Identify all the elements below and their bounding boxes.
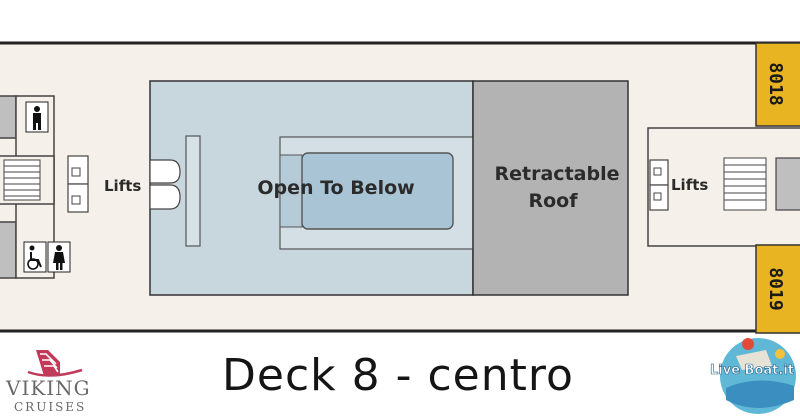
retractable-roof-area	[472, 80, 629, 296]
viking-brand-sub: CRUISES	[14, 400, 87, 414]
liveboat-text: Live Boat.it	[710, 363, 794, 378]
glass-lift-left-2	[149, 184, 181, 210]
service-room-left-top	[0, 95, 17, 139]
service-room-right	[775, 157, 800, 211]
service-room-left-bottom	[0, 221, 17, 279]
stairs-icon	[3, 159, 41, 201]
retractable-roof-label-1: Retractable	[495, 163, 620, 185]
stairs-icon	[723, 157, 767, 211]
cabin-8018-number: 8018	[765, 62, 786, 105]
lifts-right-label: Lifts	[671, 176, 708, 194]
elevator-icon	[67, 155, 89, 213]
atrium-railing	[185, 135, 201, 247]
restroom-woman-icon	[47, 241, 71, 273]
deck-title: Deck 8 - centro	[222, 350, 574, 401]
elevator-icon	[649, 159, 669, 211]
viking-brand-name: VIKING	[6, 376, 91, 400]
lifts-left-label: Lifts	[104, 177, 141, 195]
cabin-8019-number: 8019	[765, 267, 786, 310]
viking-ship-logo	[27, 350, 83, 377]
open-to-below-label: Open To Below	[257, 177, 414, 199]
liveboat-logo: Live Boat.it	[710, 338, 796, 414]
retractable-roof-label-2: Roof	[528, 190, 578, 212]
cabin-8019[interactable]	[755, 244, 800, 334]
glass-lift-left	[149, 159, 181, 184]
cabin-8018[interactable]	[755, 42, 800, 127]
wheelchair-icon	[23, 241, 47, 273]
pool	[301, 152, 454, 230]
restroom-man-icon	[25, 101, 49, 133]
deck-plan: Lifts Open To Below Retractable Roof Lif…	[0, 41, 800, 334]
